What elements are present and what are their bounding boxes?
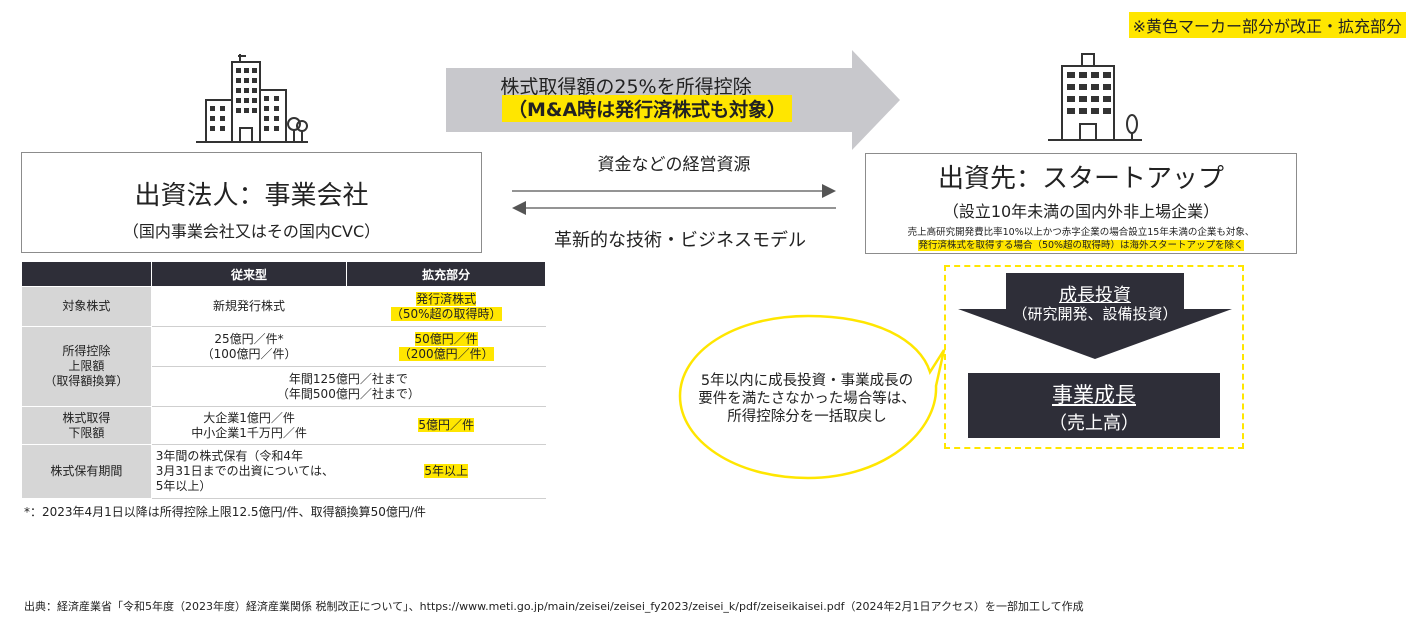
table-row: 年間125億円／社まで（年間500億円／社まで） — [22, 366, 547, 407]
table-row: 株式取得下限額 大企業1億円／件中小企業1千万円／件 5億円／件 — [21, 406, 546, 445]
arrow-line1: 株式取得額の25%を所得控除 — [500, 76, 752, 98]
row-label: 対象株式 — [21, 286, 152, 327]
table-header: 従来型 拡充部分 — [21, 261, 546, 287]
biz-title: 事業成長 — [1052, 383, 1136, 407]
startup-subtitle: （設立10年未満の国内外非上場企業） — [942, 202, 1220, 221]
startup-box: 出資先：スタートアップ （設立10年未満の国内外非上場企業） 売上高研究開発費比… — [865, 153, 1297, 254]
table-row: 対象株式 新規発行株式 発行済株式（50%超の取得時） — [21, 286, 546, 327]
comparison-table: 従来型 拡充部分 対象株式 新規発行株式 発行済株式（50%超の取得時） 所得控… — [21, 261, 547, 499]
growth-investment-arrow — [958, 273, 1232, 359]
biz-sub: （売上高） — [1049, 413, 1139, 434]
business-growth-box: 事業成長 （売上高） — [968, 373, 1220, 438]
investor-title: 出資法人：事業会社 — [134, 181, 369, 211]
bubble-text: 5年以内に成長投資・事業成長の 要件を満たさなかった場合等は、 所得控除分を一括… — [698, 373, 916, 425]
speech-bubble — [678, 314, 946, 480]
resources-label: 資金などの経営資源 — [597, 155, 751, 175]
bidirectional-arrows — [512, 184, 836, 215]
footnote: *：2023年4月1日以降は所得控除上限12.5億円/件、取得額換算50億円/件 — [24, 505, 426, 519]
highlight-legend: ※黄色マーカー部分が改正・拡充部分 — [1128, 12, 1406, 38]
growth-frame — [944, 265, 1244, 449]
row-label: 株式取得下限額 — [21, 406, 152, 445]
startup-note2: 発行済株式を取得する場合（50%超の取得時）は海外スタートアップを除く — [918, 240, 1244, 251]
investor-box: 出資法人：事業会社 （国内事業会社又はその国内CVC） — [21, 152, 482, 253]
row-new: 発行済株式（50%超の取得時） — [346, 286, 546, 327]
row-label: 所得控除上限額（取得額換算） — [21, 326, 152, 407]
header-new: 拡充部分 — [346, 261, 546, 287]
startup-note1: 売上高研究開発費比率10%以上かつ赤字企業の場合設立15年未満の企業も対象、 — [907, 227, 1255, 238]
row-old: 25億円／件*（100億円／件） — [150, 326, 348, 367]
source-citation: 出典：経済産業省「令和5年度（2023年度）経済産業関係 税制改正について」、h… — [24, 600, 1084, 613]
header-old: 従来型 — [150, 261, 348, 287]
row-label: 株式保有期間 — [21, 444, 152, 499]
arrow-line2: （M&A時は発行済株式も対象） — [502, 95, 793, 122]
row-new: 5億円／件 — [346, 406, 546, 445]
row-new: 5年以上 — [346, 444, 546, 499]
startup-building-icon — [1048, 53, 1142, 141]
startup-title: 出資先：スタートアップ — [937, 164, 1224, 194]
row-old: 新規発行株式 — [150, 286, 348, 327]
invest-title: 成長投資 — [1059, 285, 1131, 306]
row-merged: 年間125億円／社まで（年間500億円／社まで） — [150, 366, 547, 407]
investor-subtitle: （国内事業会社又はその国内CVC） — [122, 222, 381, 241]
row-new: 50億円／件（200億円／件） — [346, 326, 546, 367]
office-building-icon — [196, 54, 308, 143]
table-row: 所得控除上限額（取得額換算） 25億円／件*（100億円／件） 50億円／件（2… — [21, 326, 546, 407]
invest-sub: （研究開発、設備投資） — [1012, 305, 1178, 323]
technology-label: 革新的な技術・ビジネスモデル — [554, 230, 806, 251]
row-old: 大企業1億円／件中小企業1千万円／件 — [150, 406, 348, 445]
header-blank — [21, 261, 152, 287]
